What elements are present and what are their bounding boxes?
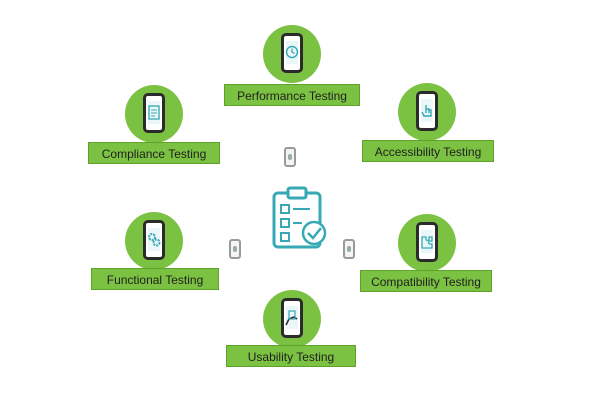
clipboard-checklist-icon [272,186,327,249]
compatibility-testing-label: Compatibility Testing [360,270,492,292]
compatibility-phone [416,222,438,262]
performance-phone [281,33,303,73]
accessibility-phone [416,91,438,131]
compliance-testing-label: Compliance Testing [88,142,220,164]
gears-icon [148,233,161,247]
hand-holding-phone-icon [285,310,298,326]
connector-phone-left [229,239,241,259]
connector-phone-top [284,147,296,167]
usability-phone [281,298,303,338]
touch-hand-icon [421,105,432,117]
performance-testing-label: Performance Testing [224,84,360,106]
accessibility-testing-label: Accessibility Testing [362,140,494,162]
center-clipboard [270,185,330,251]
usability-testing-label: Usability Testing [226,345,356,367]
connector-phone-right [343,239,355,259]
compliance-phone [143,93,165,133]
functional-phone [143,220,165,260]
functional-testing-label: Functional Testing [91,268,219,290]
puzzle-icon [421,236,433,249]
clock-icon [285,45,299,59]
document-icon [148,105,160,120]
